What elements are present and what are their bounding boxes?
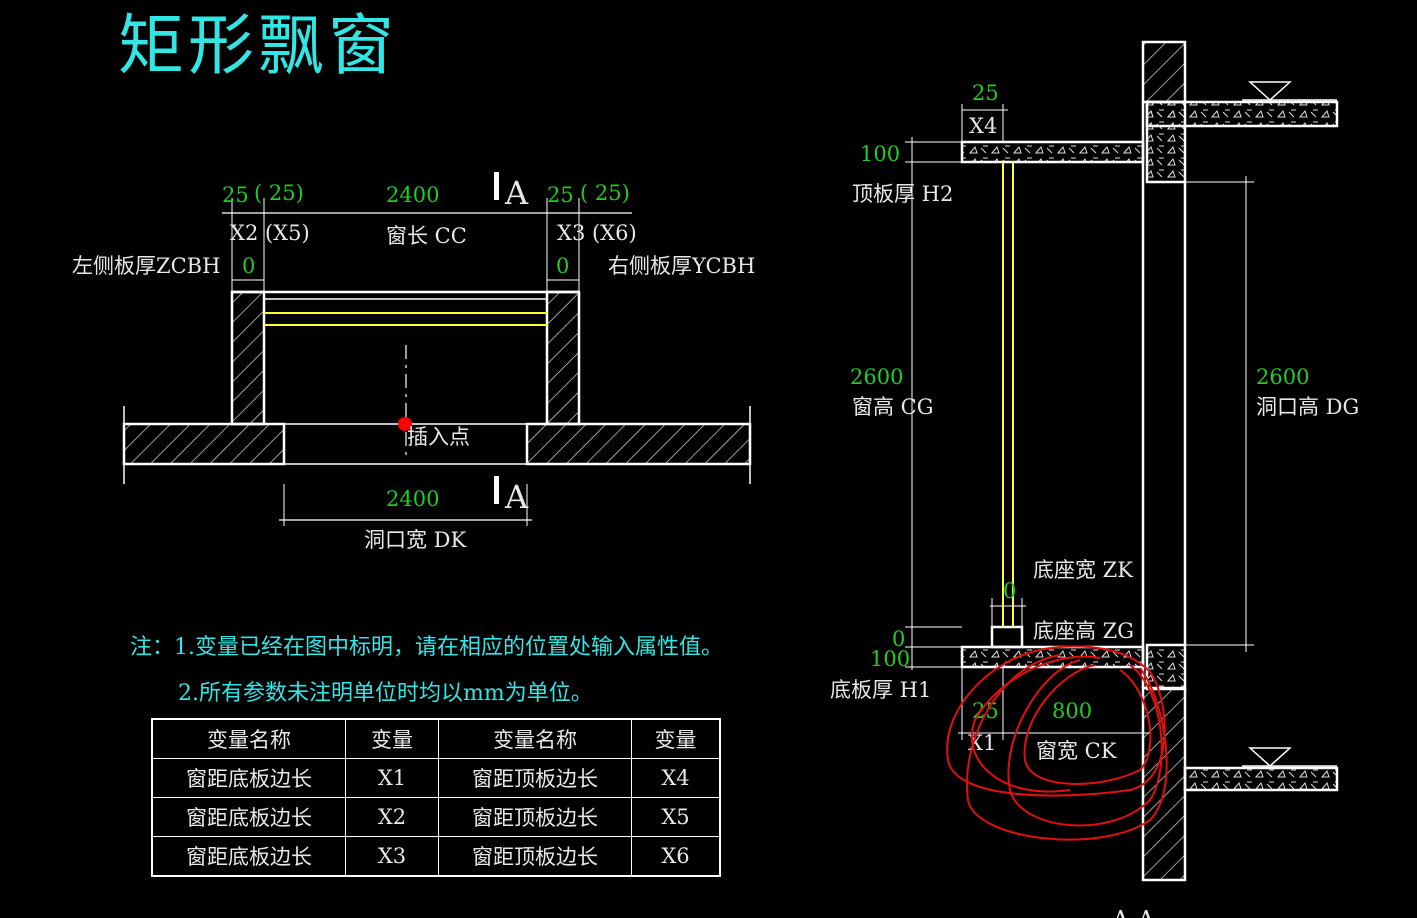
insert-point-marker [398,417,412,431]
section-view-label: A-A [1111,906,1155,918]
plan-view: 插入点 25 ( 25) 2400 25 ( 25) X2 (X5) 窗长 CC… [72,172,755,552]
insert-point-label: 插入点 [407,425,470,449]
section-label-bottom-slab: 底板厚 H1 [830,678,931,702]
section-val-opening-height: 2600 [1256,365,1309,389]
section-base [990,625,1024,649]
table-cell: 窗距顶板边长 [438,836,632,877]
table-cell: X6 [631,836,721,877]
table-row: 窗距底板边长 X1 窗距顶板边长 X4 [151,758,721,798]
plan-label-x3: X3 (X6) [557,221,637,245]
table-header-cell: 变量名称 [438,718,632,759]
section-val-bottom-slab: 100 [870,647,910,671]
table-cell: 窗距顶板边长 [438,758,632,798]
plan-label-window-length: 窗长 CC [386,224,467,248]
section-val-base-height: 0 [892,627,905,651]
table-cell: X5 [631,797,721,837]
plan-label-opening-width: 洞口宽 DK [364,528,467,552]
section-label-base-width: 底座宽 ZK [1033,558,1133,582]
plan-wall-right [525,422,752,466]
variable-table: 变量名称 变量 变量名称 变量 窗距底板边长 X1 窗距顶板边长 X4 窗距底板… [151,718,721,877]
plan-dim-right-paren: ( 25) [580,181,630,205]
table-row: 窗距底板边长 X3 窗距顶板边长 X6 [151,836,721,877]
plan-wall-left [122,422,286,466]
red-annotation-scribble [946,645,1168,841]
plan-label-left-thickness: 左侧板厚ZCBH [72,254,220,278]
section-label-base-height: 底座高 ZG [1033,619,1134,643]
table-cell: 窗距顶板边长 [438,797,632,837]
plan-dim-center-value: 2400 [386,183,439,207]
note-line-1: 注：1.变量已经在图中标明，请在相应的位置处输入属性值。 [130,635,723,660]
plan-side-board-left [230,290,266,426]
section-val-window-width: 800 [1052,699,1092,723]
plan-side-board-right [545,290,581,426]
section-wall-upper [1141,40,1187,104]
section-view: 25 X4 100 顶板厚 H2 2600 窗高 CG 0 100 底板厚 H1… [830,40,1359,918]
table-cell: 窗距底板边长 [151,836,346,877]
plan-dim-opening-width: 2400 [386,487,439,511]
table-row: 窗距底板边长 X2 窗距顶板边长 X5 [151,797,721,837]
plan-section-mark-top: A [504,174,529,212]
note-line-2: 2.所有参数未注明单位时均以mm为单位。 [178,681,593,706]
section-val-base-width: 0 [1003,579,1016,603]
section-label-x4: X4 [969,114,997,138]
table-cell: 窗距底板边长 [151,758,346,798]
table-header-cell: 变量名称 [151,718,346,759]
plan-label-x2: X2 (X5) [230,221,310,245]
section-label-window-width: 窗宽 CK [1036,739,1117,763]
plan-val-right-thickness: 0 [556,254,569,278]
section-top-slab [960,140,1145,164]
drawing-title: 矩形飘窗 [118,7,398,84]
table-cell: X1 [345,758,439,798]
section-label-opening-height: 洞口高 DG [1256,395,1359,419]
section-val-window-height: 2600 [850,365,903,389]
plan-section-mark-bottom: A [504,478,529,516]
plan-dim-left-value: 25 [222,183,249,207]
table-cell: 窗距底板边长 [151,797,346,837]
section-val-x4: 25 [972,81,999,105]
section-label-top-slab: 顶板厚 H2 [852,182,953,206]
table-header-cell: 变量 [345,718,439,759]
section-label-window-height: 窗高 CG [852,395,934,419]
table-cell: X4 [631,758,721,798]
section-floor-slab-lower [1183,766,1339,792]
table-cell: X3 [345,836,439,877]
plan-dim-right-value: 25 [547,183,574,207]
table-header-row: 变量名称 变量 变量名称 变量 [151,718,721,759]
plan-label-right-thickness: 右侧板厚YCBH [608,254,755,278]
table-header-cell: 变量 [631,718,721,759]
plan-val-left-thickness: 0 [242,254,255,278]
table-cell: X2 [345,797,439,837]
plan-dim-left-paren: ( 25) [254,181,304,205]
section-val-top-slab: 100 [860,142,900,166]
